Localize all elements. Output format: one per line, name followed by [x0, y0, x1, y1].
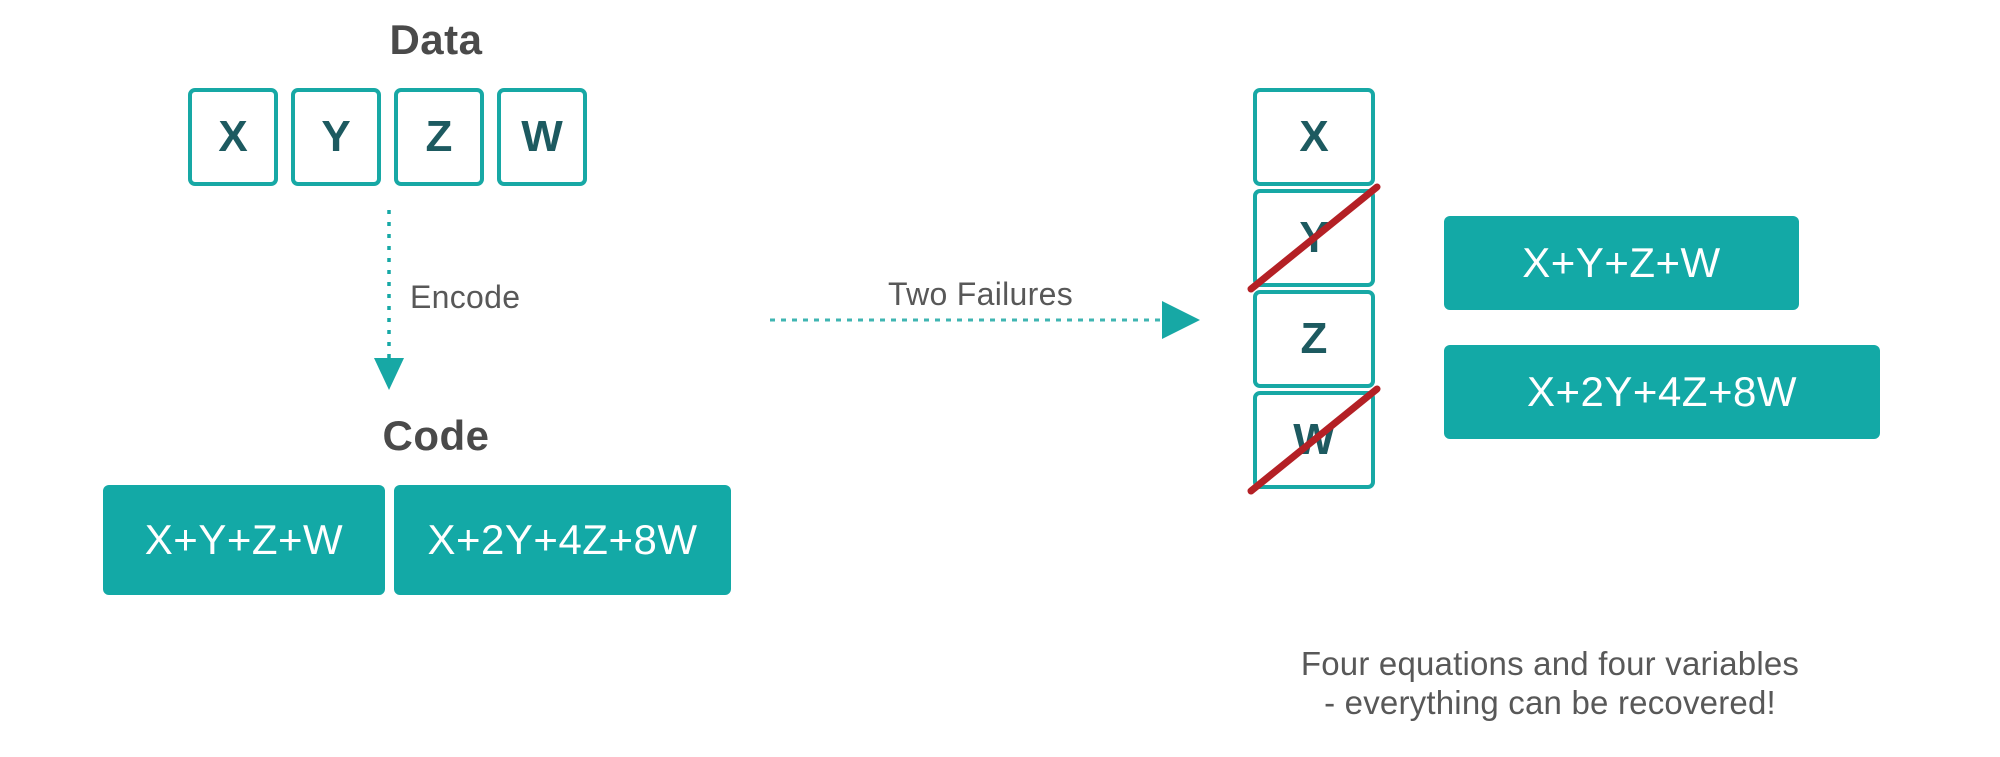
encode-label: Encode [410, 279, 521, 315]
encode-arrow-down-icon [374, 210, 404, 390]
data-box-x: X [188, 88, 278, 186]
data-box-x-label: X [218, 112, 248, 161]
recovery-caption: Four equations and four variables - ever… [1180, 645, 1920, 723]
surviving-box-x-label: X [1299, 112, 1329, 161]
surviving-cell-z: Z [1253, 290, 1375, 388]
code-box-parity-2: X+2Y+4Z+8W [394, 485, 731, 595]
recovery-caption-line-2: - everything can be recovered! [1324, 683, 1776, 721]
surviving-cell-w: W [1247, 385, 1381, 495]
data-box-y-label: Y [321, 112, 351, 161]
surviving-cell-x: X [1253, 88, 1375, 186]
code-heading: Code [382, 412, 490, 459]
data-box-w: W [497, 88, 587, 186]
code-box-parity-1-label: X+Y+Z+W [144, 516, 344, 563]
code-box-parity-2-label: X+2Y+4Z+8W [427, 516, 698, 563]
surviving-box-x: X [1253, 88, 1375, 186]
surviving-box-z-label: Z [1300, 314, 1328, 363]
surviving-cell-y: Y [1247, 183, 1381, 293]
surviving-box-y: Y [1253, 189, 1375, 287]
data-box-y: Y [291, 88, 381, 186]
surviving-box-z: Z [1253, 290, 1375, 388]
recovery-caption-line-1: Four equations and four variables [1300, 645, 1800, 682]
surviving-box-y-label: Y [1299, 213, 1329, 262]
parity-equation-box-1-label: X+Y+Z+W [1522, 239, 1721, 286]
two-failures-label: Two Failures [888, 276, 1073, 312]
data-box-z: Z [394, 88, 484, 186]
surviving-box-w-label: W [1293, 415, 1335, 464]
parity-equation-box-2-label: X+2Y+4Z+8W [1527, 368, 1797, 415]
surviving-box-w: W [1253, 391, 1375, 489]
parity-equation-box-1: X+Y+Z+W [1444, 216, 1799, 310]
code-box-parity-1: X+Y+Z+W [103, 485, 385, 595]
data-box-z-label: Z [425, 112, 453, 161]
data-box-w-label: W [521, 112, 563, 161]
data-heading: Data [389, 16, 483, 63]
parity-equation-box-2: X+2Y+4Z+8W [1444, 345, 1880, 439]
two-failures-arrow-right-icon [770, 301, 1200, 339]
